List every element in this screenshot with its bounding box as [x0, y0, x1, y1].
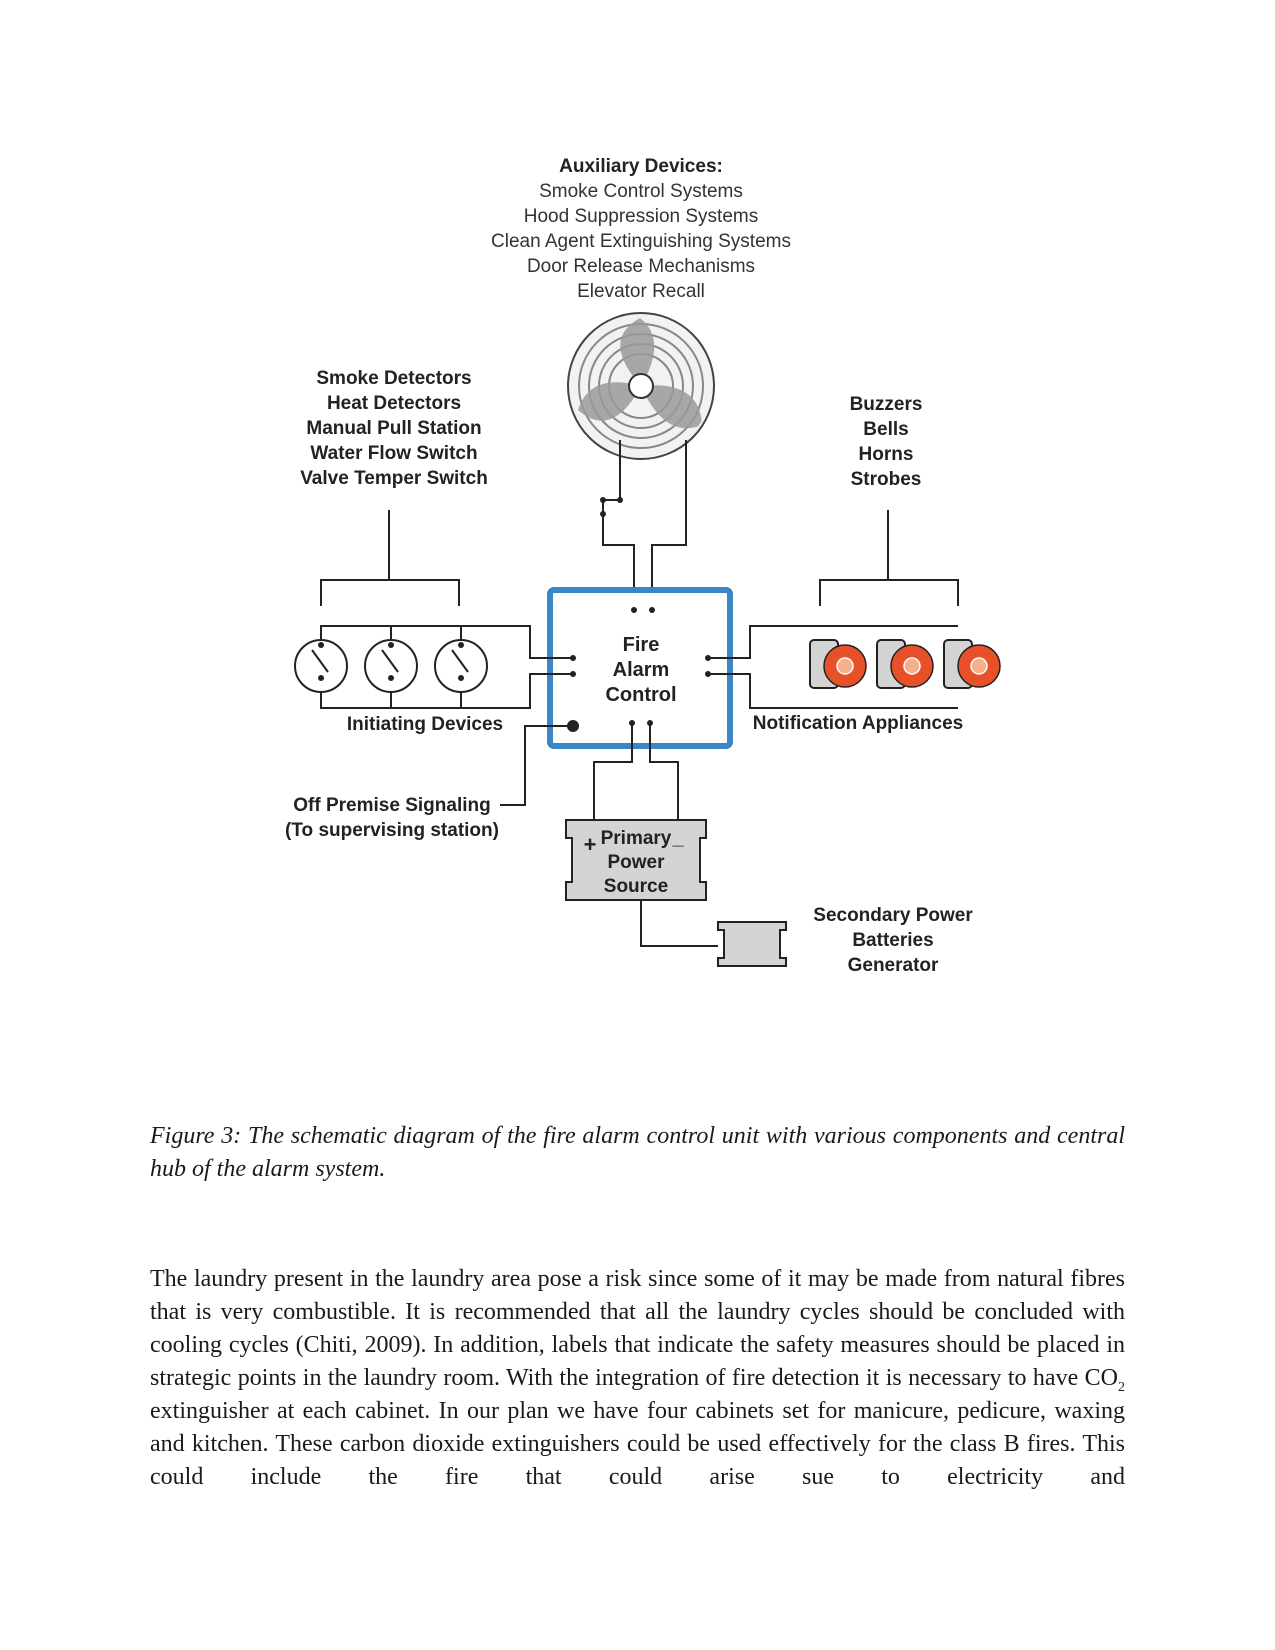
svg-text:Off Premise Signaling: Off Premise Signaling: [293, 795, 490, 816]
auxiliary-item: Clean Agent Extinguishing Systems: [491, 231, 791, 252]
initiating-devices-label: Initiating Devices: [347, 714, 503, 735]
fan-wiring: [602, 440, 687, 590]
svg-text:Bells: Bells: [863, 419, 908, 440]
auxiliary-item: Hood Suppression Systems: [524, 206, 758, 227]
initiating-device-icon: [294, 639, 348, 693]
body-text-part2: extinguisher at each cabinet. In our pla…: [150, 1398, 1125, 1490]
svg-text:Control: Control: [605, 684, 676, 706]
control-panel-label: Fire Alarm Control: [605, 634, 676, 706]
power-wiring: [593, 723, 718, 947]
svg-text:Secondary Power: Secondary Power: [813, 905, 973, 926]
body-text-part1: The laundry present in the laundry area …: [150, 1266, 1125, 1391]
svg-text:Horns: Horns: [859, 444, 914, 465]
notification-appliances-label: Notification Appliances: [753, 713, 963, 734]
svg-text:Source: Source: [604, 876, 668, 897]
svg-text:Generator: Generator: [848, 955, 939, 976]
body-paragraph: The laundry present in the laundry area …: [150, 1263, 1125, 1494]
notification-devices-label: Buzzers Bells Horns Strobes: [850, 394, 923, 490]
fire-alarm-control-panel: [547, 587, 733, 749]
svg-text:Buzzers: Buzzers: [850, 394, 923, 415]
svg-text:Batteries: Batteries: [852, 930, 933, 951]
svg-text:Strobes: Strobes: [851, 469, 922, 490]
strobe-icon: [876, 639, 934, 689]
auxiliary-item: Elevator Recall: [577, 281, 705, 302]
svg-text:Heat Detectors: Heat Detectors: [327, 393, 461, 414]
svg-text:Primary: Primary: [601, 828, 672, 849]
svg-text:Alarm: Alarm: [613, 659, 670, 681]
co2-subscript: 2: [1118, 1379, 1125, 1395]
svg-text:Smoke Detectors: Smoke Detectors: [316, 368, 471, 389]
svg-text:Valve Temper Switch: Valve Temper Switch: [300, 468, 488, 489]
initiating-wiring: [320, 510, 573, 709]
auxiliary-item: Smoke Control Systems: [539, 181, 743, 202]
secondary-power-label: Secondary Power Batteries Generator: [813, 905, 973, 976]
svg-text:Water Flow Switch: Water Flow Switch: [310, 443, 477, 464]
figure-caption: Figure 3: The schematic diagram of the f…: [150, 1123, 1125, 1182]
off-premise-label: Off Premise Signaling (To supervising st…: [285, 795, 499, 841]
off-premise-wiring: [500, 725, 573, 806]
notification-wiring: [708, 510, 959, 709]
auxiliary-title: Auxiliary Devices:: [559, 156, 723, 177]
initiating-device-icon: [364, 639, 418, 693]
svg-text:Manual Pull Station: Manual Pull Station: [306, 418, 481, 439]
strobe-icon: [943, 639, 1001, 689]
strobe-icon: [809, 639, 867, 689]
auxiliary-item: Door Release Mechanisms: [527, 256, 755, 277]
primary-power-source: + _ Primary Power Source: [565, 819, 707, 901]
fire-alarm-schematic: Auxiliary Devices: Smoke Control Systems…: [285, 156, 1001, 976]
fan-icon: [567, 312, 715, 460]
initiating-device-icon: [434, 639, 488, 693]
plus-sign: +: [584, 832, 597, 857]
svg-text:Power: Power: [607, 852, 665, 873]
battery-icon: [717, 921, 787, 967]
detectors-label: Smoke Detectors Heat Detectors Manual Pu…: [300, 368, 488, 489]
minus-sign: _: [671, 827, 684, 849]
terminal-dots: [567, 607, 711, 732]
auxiliary-devices-label: Auxiliary Devices: Smoke Control Systems…: [491, 156, 791, 302]
svg-text:Fire: Fire: [623, 634, 660, 656]
svg-text:(To supervising station): (To supervising station): [285, 820, 499, 841]
